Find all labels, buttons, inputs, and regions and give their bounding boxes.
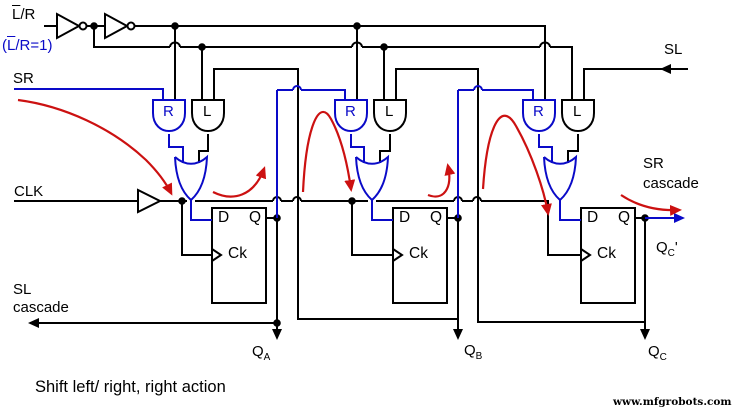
sr-cascade-label-2: cascade: [643, 175, 699, 192]
gate-or2: [355, 154, 390, 202]
gate-l2: [373, 99, 407, 132]
control-inverters: [44, 12, 136, 40]
sl-cascade-label-2: cascade: [13, 299, 69, 316]
ff-a-q-label: Q: [249, 209, 262, 226]
sl-input-wire: [583, 64, 688, 100]
gate-r3-label: R: [533, 103, 544, 120]
qa-to-r2-net: [276, 85, 346, 218]
gates-r: [152, 99, 556, 163]
stage3-arch-flow-arrow: [481, 114, 552, 216]
inverter-1: [56, 12, 82, 40]
d-input-wires: [190, 200, 581, 221]
left-shift-return-nets: [213, 68, 645, 323]
sr-entry-flow-arrow: [17, 98, 173, 196]
gate-l2-label: L: [385, 103, 394, 120]
stage1-up-flow-arrow: [212, 166, 267, 198]
ff-c-d-label: D: [587, 209, 599, 226]
sr-cascade-label-1: SR: [643, 155, 664, 172]
ff-a-d-label: D: [218, 209, 230, 226]
gate-l3-label: L: [573, 103, 582, 120]
ff-b-clock-triangle: [392, 248, 404, 262]
ff-b-d-label: D: [399, 209, 411, 226]
gates-l: [191, 99, 595, 163]
gate-r3: [522, 99, 556, 132]
blue-wiring: [14, 85, 685, 223]
gate-r2: [334, 99, 368, 132]
sl-input-label: SL: [664, 41, 683, 58]
gate-l1-label: L: [203, 103, 212, 120]
watermark: www.mfgrobots.com: [613, 396, 732, 408]
ff-c-ck-label: Ck: [597, 245, 616, 262]
gate-r2-label: R: [345, 103, 356, 120]
qc-prime-label: QC': [656, 239, 678, 259]
stage2-arch-flow-arrow: [301, 111, 356, 193]
sl-cascade-label-1: SL: [13, 281, 32, 298]
control-bus-b: [93, 26, 573, 100]
red-flow-arrows: [17, 98, 682, 216]
gate-r1-label: R: [163, 103, 174, 120]
qc-to-l2-net: [395, 68, 645, 323]
ff-a-ck-label: Ck: [228, 245, 247, 262]
q-output-nets: [28, 214, 650, 340]
clk-label: CLK: [14, 183, 44, 200]
clk-buffer: [137, 188, 163, 214]
ff-b-ck-label: Ck: [409, 245, 428, 262]
ff-c-clock-triangle: [580, 248, 592, 262]
gates-or: [174, 154, 578, 202]
black-wiring: [14, 12, 688, 340]
gate-or3: [543, 154, 578, 202]
flipflops: [211, 207, 636, 304]
sr-cascade-flow-arrow: [620, 194, 682, 216]
qb-to-l1-net: [213, 68, 458, 320]
control-signal-label: L/R: [12, 6, 36, 23]
sr-input-wire: [14, 88, 164, 100]
gate-l1: [191, 99, 225, 132]
qb-to-r3-net: [457, 85, 534, 218]
gate-r1: [152, 99, 186, 132]
control-note-label: (L/R=1): [2, 37, 53, 54]
gate-l3: [561, 99, 595, 132]
diagram-caption: Shift left/ right, right action: [35, 378, 226, 396]
control-bus-a: [90, 22, 546, 100]
inverter-2: [104, 12, 130, 40]
ff-c-q-label: Q: [618, 209, 631, 226]
stage2-up-flow-arrow: [427, 163, 456, 198]
gate-or1: [174, 154, 209, 202]
qb-label: QB: [464, 342, 483, 362]
qa-label: QA: [252, 343, 271, 363]
ff-a-clock-triangle: [211, 248, 223, 262]
clk-net: [14, 188, 581, 256]
inverter-2-bubble: [126, 21, 136, 31]
sr-input-label: SR: [13, 70, 34, 87]
ff-b-q-label: Q: [430, 209, 443, 226]
inverter-1-bubble: [78, 21, 88, 31]
qc-label: QC: [648, 343, 667, 363]
